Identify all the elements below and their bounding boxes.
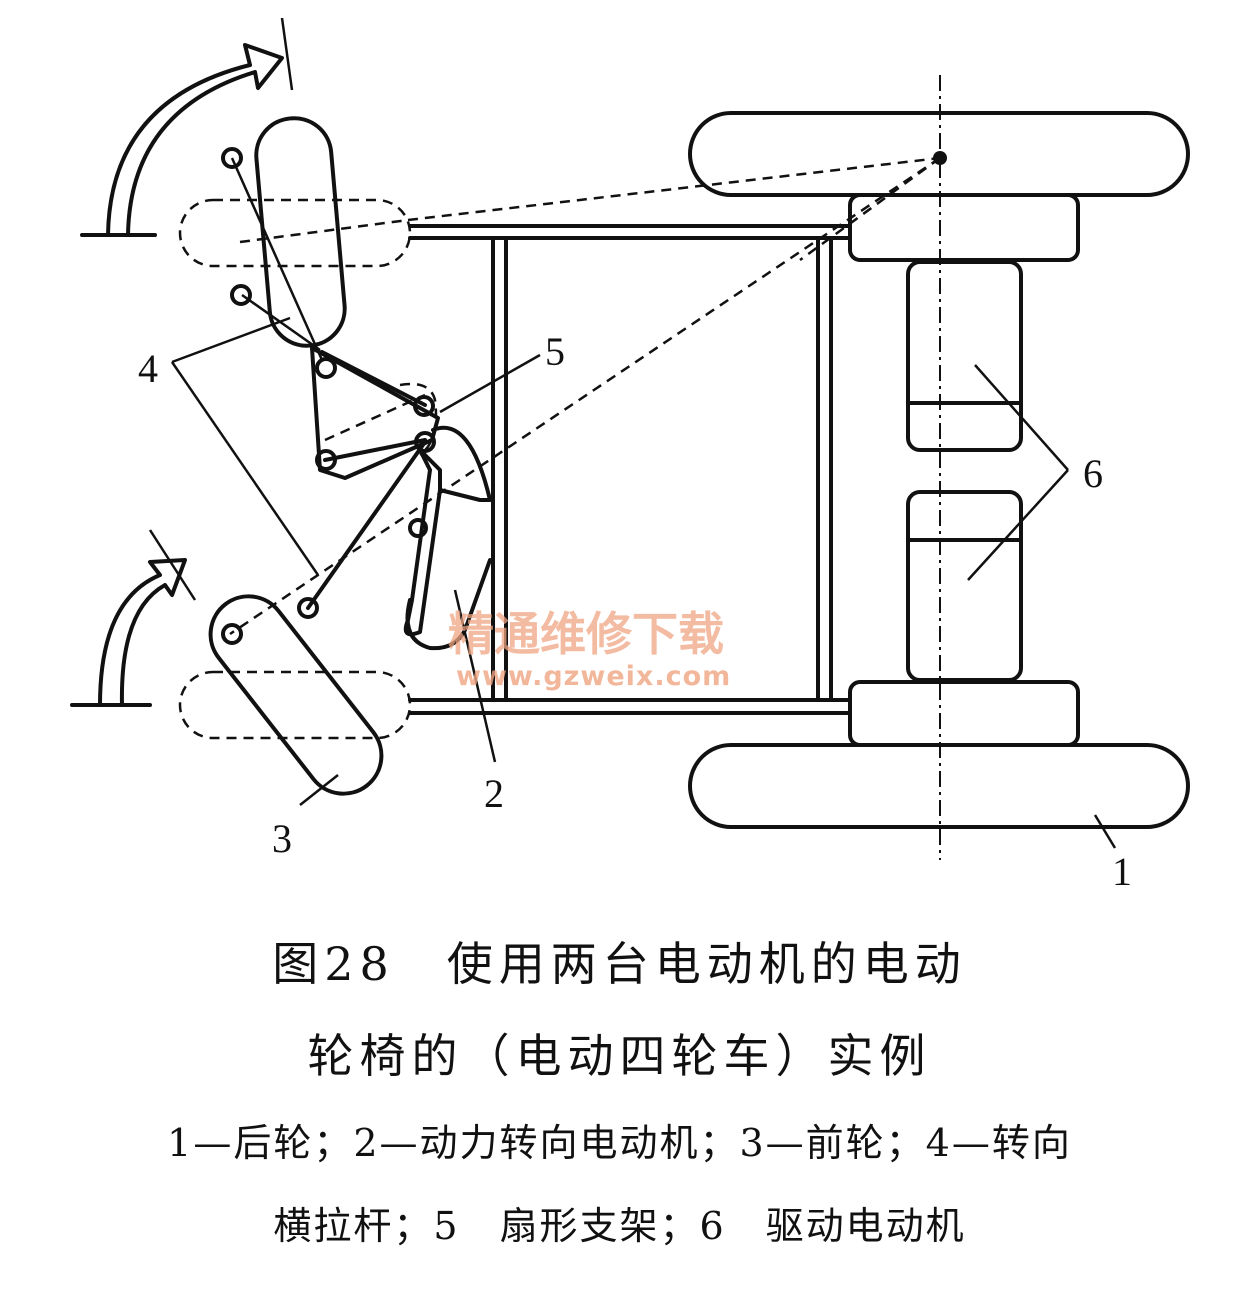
joint-bottom-arm (297, 597, 319, 619)
rear-axle-assembly (688, 75, 1190, 860)
power-steering-motor (403, 425, 492, 651)
drive-motor-lower (906, 490, 1023, 682)
sector-bracket (310, 346, 440, 480)
figure-title-line1: 图28 使用两台电动机的电动 (272, 937, 967, 991)
turn-arrow-top (80, 17, 294, 237)
label-rear-wheel: 1 (1112, 849, 1132, 894)
label-tie-rod: 4 (138, 346, 158, 391)
label-power-steering-motor: 2 (484, 771, 504, 816)
label-sector-bracket: 5 (545, 329, 565, 374)
front-wheel-bottom-straight (178, 670, 412, 740)
figure-title-line2: 轮椅的（电动四轮车）实例 (307, 1029, 932, 1083)
hub-bottom (848, 680, 1080, 747)
front-wheel-top-straight (178, 198, 412, 268)
watermark-url: www.gzweix.com (456, 661, 731, 692)
front-wheel-bottom-turned (208, 594, 384, 796)
figure-legend-line2: 横拉杆；5 扇形支架；6 驱动电动机 (273, 1204, 966, 1248)
joint-top-knuckle (221, 147, 243, 169)
front-wheel-top-turned (254, 116, 347, 348)
label-front-wheel: 3 (272, 816, 292, 861)
wheelchair-steering-diagram: 1 2 3 4 5 6 精通维修下载 www.gzweix.com (70, 17, 1190, 894)
turn-arrow-bottom (70, 529, 197, 707)
figure-legend-line1: 1—后轮；2—动力转向电动机；3—前轮；4—转向 (167, 1121, 1072, 1165)
label-drive-motor: 6 (1083, 451, 1103, 496)
tie-rods (230, 157, 427, 610)
joint-top-arm (230, 284, 252, 306)
hub-top (848, 193, 1080, 262)
leader-lines (170, 316, 1117, 849)
joint-bottom-knuckle (221, 623, 243, 645)
drive-motor-upper (906, 260, 1023, 452)
watermark-text: 精通维修下载 (448, 607, 724, 661)
